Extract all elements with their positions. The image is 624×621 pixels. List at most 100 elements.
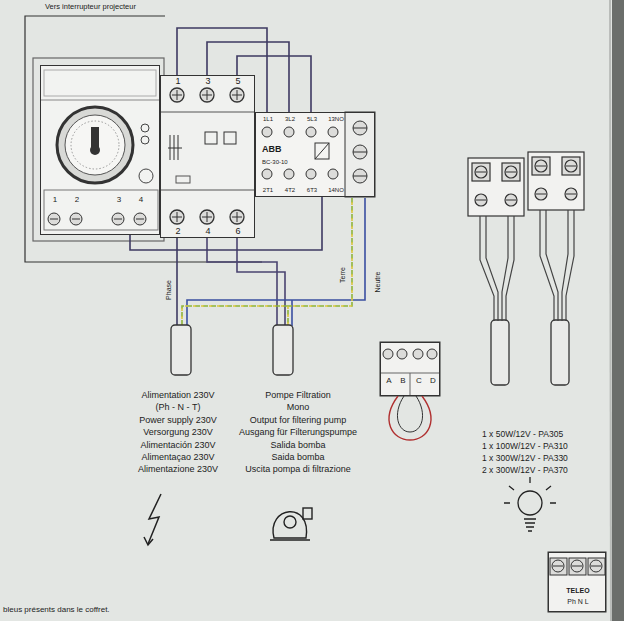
node-text: ABB <box>262 145 282 154</box>
timer-body <box>50 219 58 220</box>
contactor-body <box>168 135 182 160</box>
pump-text: Ausgang für Filterungspumpe <box>239 428 357 437</box>
timer-body <box>44 190 158 230</box>
abb-contactor-body <box>353 128 367 176</box>
node-text: D <box>430 377 436 385</box>
contactor-body <box>170 88 244 224</box>
node-text: 1 <box>175 77 180 86</box>
supply-text: Alimentation 230V <box>141 391 214 400</box>
wire-label: Neutre <box>374 270 381 293</box>
timer-body <box>40 65 160 235</box>
node-text: 4T2 <box>285 187 295 193</box>
pump-text: Output for filtering pump <box>250 416 347 425</box>
lamp-wires <box>502 216 514 321</box>
node-text: A <box>386 377 391 385</box>
lamp-connector <box>468 158 524 216</box>
small-terminal-block <box>383 349 393 359</box>
small-terminal-block <box>380 342 440 396</box>
node-text: 1L1 <box>263 116 273 122</box>
lightning-symbol <box>144 494 161 545</box>
timer-body <box>70 213 82 225</box>
cable-end <box>491 320 509 385</box>
pump-text: Mono <box>287 403 310 412</box>
contactor-body <box>172 212 242 222</box>
node-text: C <box>416 377 422 385</box>
node-text: 2 <box>175 227 180 236</box>
contactor-body <box>160 112 255 113</box>
lamp-symbol <box>524 519 536 531</box>
teleo-terminal: TELEOPh N L <box>548 552 606 612</box>
supply-text: Alimentación 230V <box>140 441 215 450</box>
wire-connector <box>130 197 322 250</box>
supply-text: Versorgung 230V <box>143 428 213 437</box>
lamp-symbol <box>504 477 556 531</box>
contactor-body <box>160 75 255 237</box>
node-text: 3 <box>117 196 121 204</box>
cable-end <box>551 320 569 385</box>
pump-text: Salida bomba <box>270 441 325 450</box>
page-edge <box>612 0 624 621</box>
abb-contactor-body <box>315 143 329 159</box>
lamp-text: 1 x 300W/12V - PA330 <box>482 454 568 463</box>
timer-body <box>50 219 144 220</box>
timer-body <box>48 213 146 225</box>
pump-text: Saida bomba <box>271 453 324 462</box>
lamp-wires <box>480 210 574 321</box>
small-terminal-block <box>397 396 422 432</box>
abb-contactor-body <box>255 112 375 197</box>
pump-symbol <box>270 508 312 540</box>
panel-outline <box>25 16 262 262</box>
lamp-symbol <box>504 477 556 503</box>
contactor-body <box>160 75 255 237</box>
cable-wires <box>207 238 277 326</box>
supply-text: Power supply 230V <box>139 416 217 425</box>
wire-note: Vers interrupteur projecteur <box>45 3 136 11</box>
timer-body <box>91 127 99 147</box>
node-text: 5 <box>235 77 240 86</box>
timer-body <box>114 219 122 220</box>
wire-label: Terre <box>339 266 346 284</box>
abb-contactor-body <box>345 112 375 197</box>
page-edge <box>610 0 611 621</box>
abb-contactor-body <box>315 143 329 159</box>
contactor-body <box>172 90 242 222</box>
timer-body <box>40 65 160 235</box>
pump-symbol <box>273 512 306 538</box>
abb-contactor: 1L13L25L313NOABBBC-30-102T14T26T314NO <box>255 112 375 197</box>
supply-text: Alimentaçao 230V <box>141 453 214 462</box>
small-terminal-block <box>410 373 411 396</box>
abb-contactor-body <box>255 112 375 197</box>
lamp-connector <box>472 157 580 206</box>
cable-end <box>273 325 293 375</box>
note-text: bleus présents dans le coffret. <box>3 606 110 614</box>
panel-outline <box>25 16 262 262</box>
lightning-symbol <box>144 537 153 545</box>
node-text: Ph N L <box>567 598 588 605</box>
node-text: 3L2 <box>285 116 295 122</box>
teleo-terminal-body <box>548 552 606 612</box>
timer-body <box>40 100 160 101</box>
small-terminal-block <box>397 349 407 359</box>
cable-wires <box>177 198 365 326</box>
cable-wires <box>237 238 285 326</box>
lamp-symbol <box>518 491 542 515</box>
supply-text: (Ph - N - T) <box>156 403 201 412</box>
timer-body <box>134 213 146 225</box>
lamp-connector <box>468 152 584 216</box>
teleo-terminal-body <box>550 558 605 575</box>
pump-text: Pompe Filtration <box>265 391 331 400</box>
lamp-wires <box>480 216 498 321</box>
small-terminal-block: ABCD <box>380 342 440 396</box>
abb-contactor-body <box>284 169 294 179</box>
cable-end <box>171 320 569 385</box>
contactor-body <box>205 132 217 144</box>
timer-body <box>48 213 60 225</box>
pump-text: Uscita pompa di filtrazione <box>245 465 351 474</box>
timer-module: 1234 <box>40 65 160 235</box>
abb-contactor-body <box>328 169 338 179</box>
node-text: 4 <box>139 196 143 204</box>
timer-body <box>90 145 100 155</box>
node-text: 14NO <box>328 187 344 193</box>
lamp-connector <box>528 152 584 210</box>
